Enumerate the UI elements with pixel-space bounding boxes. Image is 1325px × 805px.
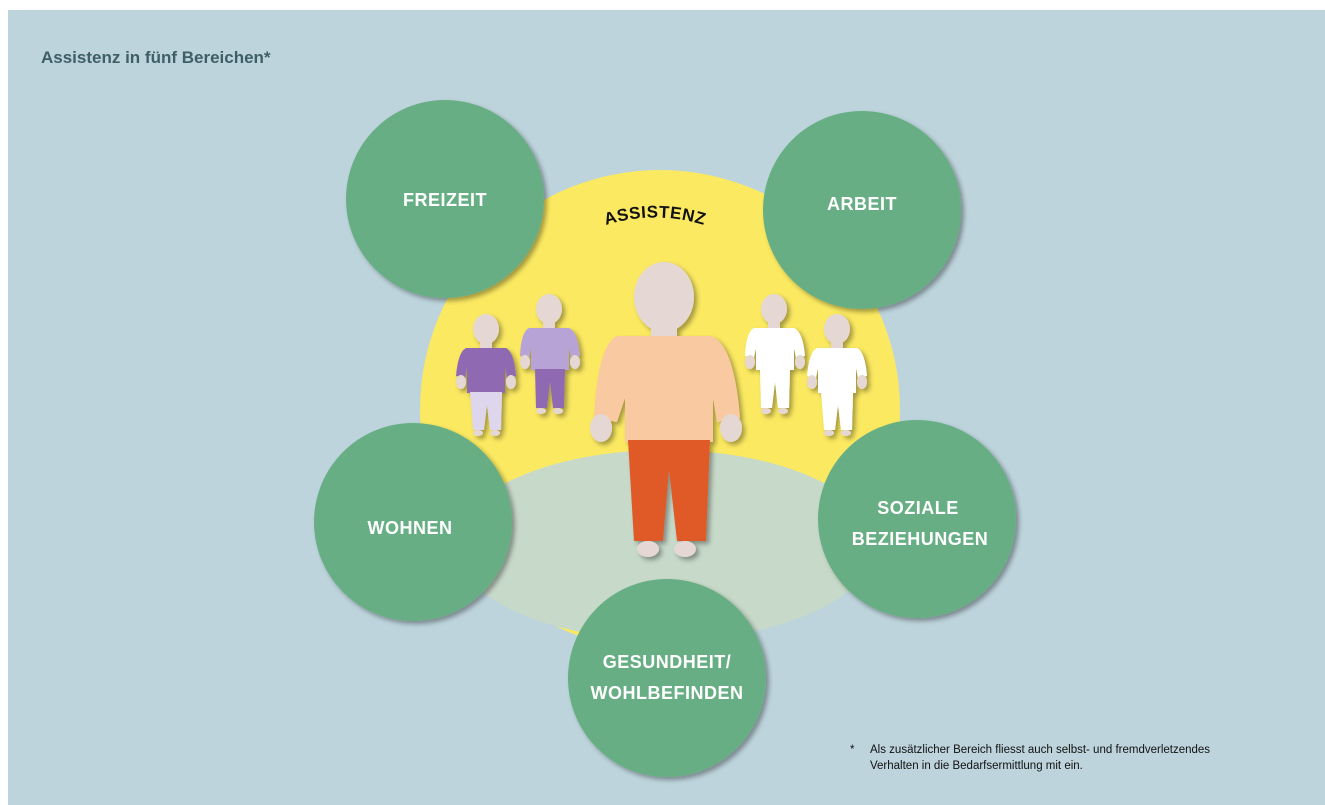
person-icon-purple-2 [520, 294, 580, 414]
footnote-line-2: Verhalten in die Bedarfsermittlung mit e… [870, 760, 1083, 772]
ground-area [455, 450, 875, 640]
area-label-soziale-line2: BEZIEHUNGEN [852, 529, 989, 549]
area-label-freizeit: FREIZEIT [403, 190, 487, 210]
footnote: * Als zusätzlicher Bereich fliesst auch … [850, 742, 1320, 774]
area-label-gesundheit-line1: GESUNDHEIT/ [603, 652, 732, 672]
footnote-marker: * [850, 744, 855, 756]
person-icon-main [590, 262, 742, 557]
person-icon-purple-1 [456, 314, 516, 436]
person-icon-white-1 [745, 294, 805, 414]
area-label-soziale-line1: SOZIALE [877, 498, 959, 518]
diagram-title: Assistenz in fünf Bereichen* [41, 48, 271, 67]
area-circle-soziale-beziehungen [818, 420, 1016, 618]
person-icon-white-2 [807, 314, 867, 436]
area-circle-wohnen [314, 423, 512, 621]
footnote-line-1: Als zusätzlicher Bereich fliesst auch se… [870, 744, 1211, 756]
area-label-wohnen: WOHNEN [368, 518, 453, 538]
area-label-gesundheit-line2: WOHLBEFINDEN [591, 683, 744, 703]
area-circle-freizeit [346, 100, 544, 298]
area-circle-arbeit [763, 111, 961, 309]
footnote-text: Als zusätzlicher Bereich fliesst auch se… [870, 742, 1210, 774]
area-circle-gesundheit [568, 579, 766, 777]
area-label-arbeit: ARBEIT [827, 194, 897, 214]
